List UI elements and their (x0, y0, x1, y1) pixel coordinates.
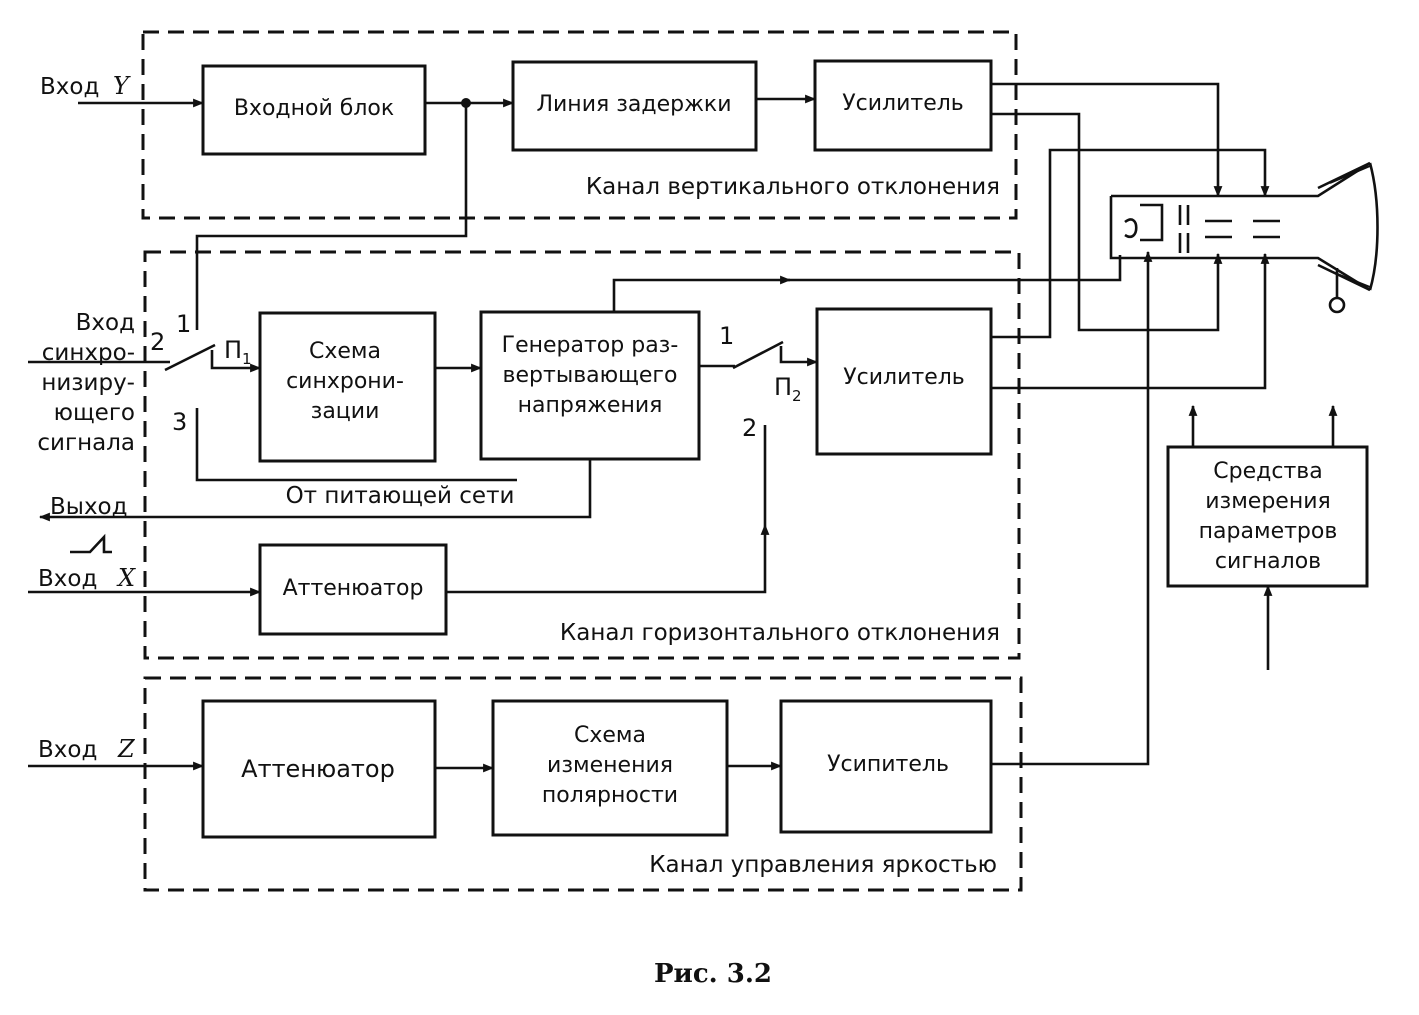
sweep-gen-line-2: вертывающего (503, 363, 678, 388)
sync-scheme-line-2: синхрони- (286, 369, 404, 394)
wire-internal-sync (195, 103, 468, 330)
polarity-line-1: Схема (574, 723, 646, 748)
delay-line-label: Линия задержки (536, 92, 731, 117)
sync-input-line-3: низиру- (41, 370, 135, 396)
wire-gen-to-crt-2 (780, 255, 1122, 282)
input-y-letter: Y (113, 72, 131, 100)
sync-scheme-line-1: Схема (309, 339, 381, 364)
wire-z-amp-to-crt (991, 250, 1153, 766)
sawtooth-symbol (70, 533, 112, 554)
sync-scheme-line-3: зации (311, 399, 380, 424)
vertical-channel-label: Канал вертикального отклонения (586, 174, 1000, 200)
wire-v-amp-top (991, 82, 1223, 198)
vertical-amplifier-block (813, 59, 993, 152)
wire-v-amp-bottom (991, 112, 1223, 332)
wire-p2-to-amp (779, 346, 819, 367)
p2-name: П2 (774, 373, 802, 405)
switch-p1-blade (164, 343, 216, 372)
wire-h-amp-top (991, 148, 1270, 339)
wire-atten-to-p2 (446, 523, 770, 594)
input-y-word: Вход (40, 74, 99, 100)
sync-input-line-4: ющего (54, 400, 135, 426)
wire-h-amp-bottom (991, 252, 1270, 390)
measurement-line-4: сигналов (1215, 549, 1321, 574)
polarity-line-2: изменения (547, 753, 673, 778)
wire-sweep-output (38, 459, 592, 522)
p1-name: П1 (224, 336, 252, 368)
brightness-channel-label: Канал управления яркостью (649, 852, 997, 878)
switch-p2-blade (732, 340, 784, 370)
brightness-amplifier-label: Усипитель (827, 752, 949, 777)
p1-pos-3: 3 (172, 408, 187, 436)
vertical-amplifier-label: Усилитель (842, 91, 964, 116)
p1-pos-1: 1 (176, 310, 191, 338)
delay-line-block (511, 60, 758, 152)
p2-pos-1: 1 (719, 322, 734, 350)
measurement-block (1166, 445, 1369, 588)
polarity-scheme-block (491, 699, 729, 837)
vertical-channel-frame (141, 30, 1018, 220)
horizontal-channel-label: Канал горизонтального отклонения (560, 620, 1000, 646)
p1-pos-2: 2 (150, 328, 165, 356)
sync-scheme-block (258, 311, 437, 463)
output-label: Выход (50, 494, 128, 520)
figure-caption: Рис. 3.2 (654, 959, 772, 989)
p2-pos-2: 2 (742, 414, 757, 442)
horizontal-channel-frame (143, 250, 1021, 660)
input-z-letter: Z (117, 735, 136, 763)
sync-input-line-5: сигнала (37, 430, 135, 456)
measurement-line-2: измерения (1205, 489, 1331, 514)
input-z-word: Вход (38, 737, 97, 763)
attenuator-z-label: Аттенюатор (241, 755, 395, 783)
sweep-gen-line-1: Генератор раз- (502, 333, 679, 358)
input-x-word: Вход (38, 566, 97, 592)
sync-input-line-1: Вход (76, 310, 135, 336)
wire-p1-to-sync (210, 350, 262, 373)
input-block-label: Входной блок (234, 96, 394, 121)
sweep-gen-line-3: напряжения (518, 393, 663, 418)
horizontal-amplifier-block (815, 307, 993, 456)
attenuator-x-label: Аттенюатор (283, 576, 424, 601)
brightness-channel-frame (143, 676, 1023, 892)
wire-mains-contact (195, 408, 517, 482)
measurement-line-1: Средства (1213, 459, 1322, 484)
input-x-letter: X (116, 564, 136, 592)
crt-tube (1109, 161, 1379, 314)
measurement-line-3: параметров (1199, 519, 1338, 544)
mains-label: От питающей сети (286, 483, 515, 509)
input-block (201, 64, 427, 156)
horizontal-amplifier-label: Усилитель (843, 365, 965, 390)
polarity-line-3: полярности (542, 783, 678, 808)
wire-gen-to-crt (612, 275, 792, 312)
